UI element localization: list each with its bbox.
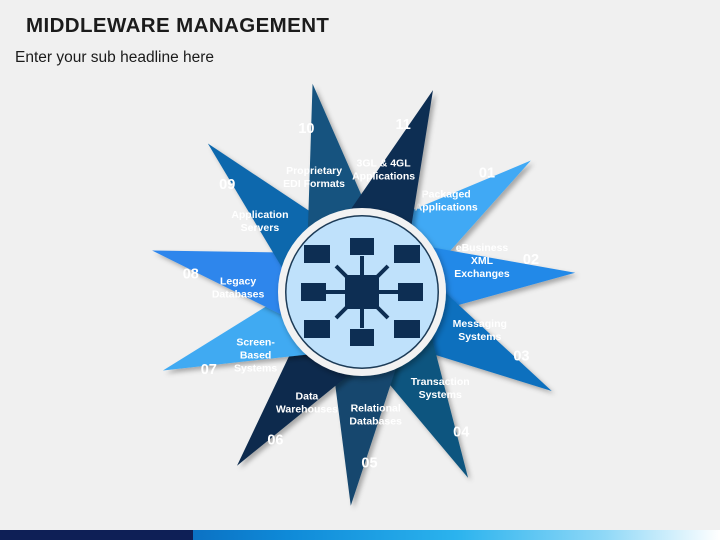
petal-number-02: 02	[523, 252, 539, 268]
network-hub-icon	[301, 238, 423, 346]
petal-shape-11	[343, 90, 433, 236]
petal-number-10: 10	[298, 121, 314, 137]
petal-shape-02	[419, 245, 576, 313]
petal-shape-05	[332, 355, 401, 506]
petal-shape-03	[411, 283, 552, 391]
petal-number-08: 08	[183, 267, 199, 283]
petal-number-11: 11	[396, 117, 411, 133]
footer-navy-segment	[0, 530, 193, 540]
petal-number-03: 03	[513, 348, 529, 364]
hub-node	[304, 245, 330, 263]
petal-number-06: 06	[267, 432, 283, 448]
petal-number-01: 01	[479, 166, 495, 182]
hub-core	[345, 275, 379, 309]
petal-shape-08	[152, 250, 300, 321]
hub-node	[398, 283, 423, 301]
petal-number-09: 09	[219, 177, 235, 193]
hub-node	[304, 320, 330, 338]
hub-node	[301, 283, 326, 301]
petal-number-04: 04	[453, 424, 469, 440]
page-subtitle: Enter your sub headline here	[15, 49, 215, 66]
footer-bar	[0, 530, 720, 540]
footer-gradient-segment	[193, 530, 720, 540]
petal-number-05: 05	[361, 456, 377, 472]
page-title: MIDDLEWARE MANAGEMENT	[26, 14, 330, 37]
hub-node	[394, 320, 420, 338]
hub-node	[350, 238, 374, 255]
petal-number-07: 07	[201, 362, 217, 378]
center-hub	[278, 208, 446, 376]
hub-node	[350, 329, 374, 346]
hub-node	[394, 245, 420, 263]
